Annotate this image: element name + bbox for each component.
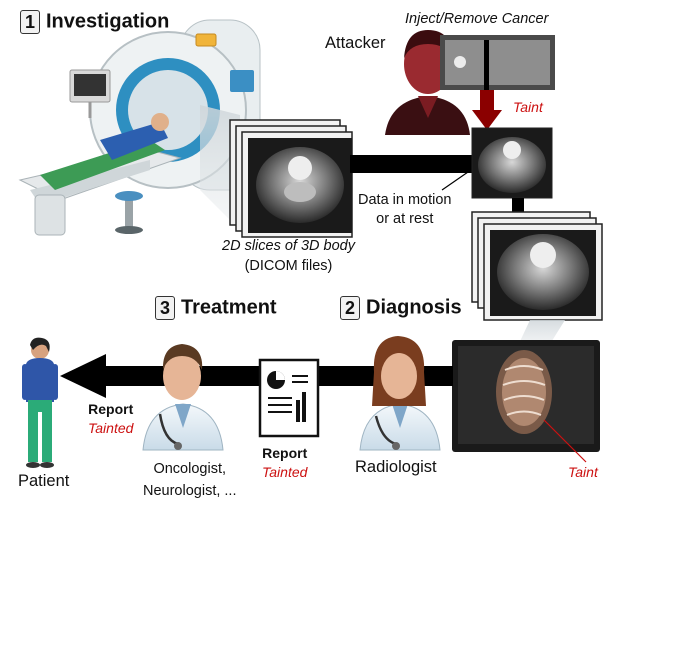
stage-label: Investigation	[46, 10, 170, 33]
report-document-icon	[258, 358, 320, 438]
attacker-taint-label: Taint	[513, 99, 543, 115]
tainted-slice-icon	[471, 127, 553, 199]
stage-investigation-title: 1 Investigation	[20, 10, 169, 34]
attacker-icon	[385, 30, 555, 135]
treatment-report-title: Report	[88, 401, 134, 417]
attacker-inject-arrow	[472, 40, 502, 130]
data-flow-bar	[350, 155, 472, 173]
stage-diagnosis-title: 2 Diagnosis	[340, 296, 462, 320]
stage-number: 2	[340, 296, 360, 320]
slices-caption-line1: 2D slices of 3D body	[222, 238, 355, 254]
treatment-report-status: Tainted	[88, 420, 134, 436]
radiologist-label: Radiologist	[355, 458, 437, 476]
stage-label: Treatment	[181, 296, 277, 319]
doctor-icon	[142, 344, 224, 451]
stage-number: 1	[20, 10, 40, 34]
monitor-3d-body-icon	[452, 340, 600, 463]
ct-slice-stack-icon	[229, 119, 353, 238]
diagnosis-report-title: Report	[262, 445, 308, 461]
stage-label: Diagnosis	[366, 296, 462, 319]
specialists-line1: Oncologist,	[153, 461, 227, 477]
patient-label: Patient	[18, 472, 70, 490]
data-transfer-line2: or at rest	[376, 211, 434, 227]
stage-number: 3	[155, 296, 175, 320]
diagnosis-report-status: Tainted	[262, 464, 308, 480]
data-pointer-line	[441, 171, 469, 191]
attacker-action-label: Inject/Remove Cancer	[405, 11, 549, 27]
specialists-label: Oncologist, Neurologist, ...	[143, 458, 237, 502]
data-transfer-label: Data in motion or at rest	[358, 191, 452, 229]
radiologist-icon	[359, 336, 441, 451]
slices-caption-line2: (DICOM files)	[244, 258, 333, 274]
patient-icon	[22, 337, 58, 468]
attacker-label: Attacker	[325, 34, 386, 52]
treatment-report-label: Report Tainted	[88, 400, 133, 438]
specialists-line2: Neurologist, ...	[143, 483, 237, 499]
stage-treatment-title: 3 Treatment	[155, 296, 277, 320]
ct-slice-stack-lower-icon	[471, 211, 603, 321]
slices-caption: 2D slices of 3D body (DICOM files)	[222, 236, 355, 276]
diagnosis-report-label: Report Tainted	[262, 444, 307, 482]
data-transfer-line1: Data in motion	[358, 192, 452, 208]
monitor-taint-label: Taint	[568, 464, 598, 480]
